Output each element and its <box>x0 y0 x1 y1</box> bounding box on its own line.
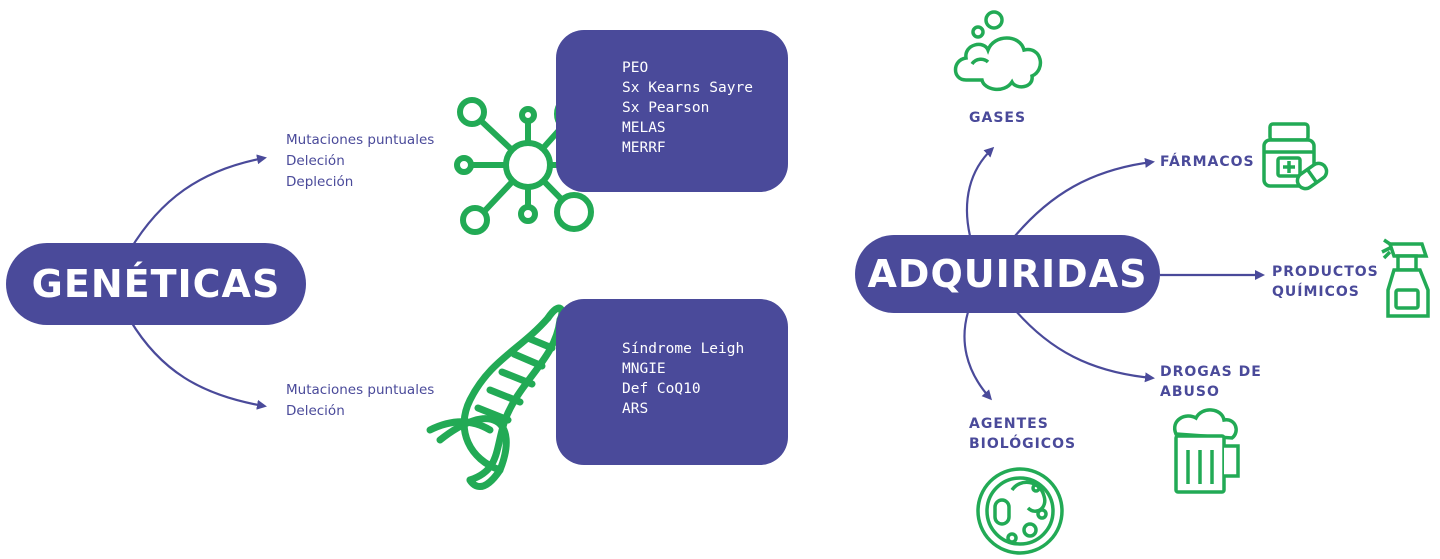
disease-box-bottom: Síndrome Leigh MNGIE Def CoQ10 ARS <box>556 299 788 465</box>
branch-top-item: Mutaciones puntuales <box>286 132 435 148</box>
disease-item: ARS <box>622 401 649 417</box>
right-connectors <box>963 146 1265 401</box>
arrow-to-drogas <box>1014 309 1155 383</box>
medicine-bottle-icon <box>1262 122 1329 191</box>
branch-bottom-item: Mutaciones puntuales <box>286 382 435 398</box>
disease-item: Sx Pearson <box>622 100 710 116</box>
arrow-to-gases <box>965 146 995 237</box>
geneticas-pill: GENÉTICAS <box>6 243 306 325</box>
productos-quimicos-label: PRODUCTOS QUÍMICOS <box>1272 264 1379 300</box>
disease-box-top: PEO Sx Kearns Sayre Sx Pearson MELAS MER… <box>556 30 788 192</box>
bacteria-icon <box>976 467 1064 555</box>
gases-label: GASES <box>969 110 1027 126</box>
beer-mug-icon <box>1172 408 1240 494</box>
dna-icon <box>426 304 589 490</box>
disease-item: MERRF <box>622 140 666 156</box>
adquiridas-title: ADQUIRIDAS <box>867 252 1148 296</box>
disease-item: MNGIE <box>622 361 666 377</box>
disease-item: PEO <box>622 60 649 76</box>
drogas-de-abuso-label: DROGAS DE ABUSO <box>1160 364 1262 400</box>
farmacos-label: FÁRMACOS <box>1160 154 1255 170</box>
arrow-to-bottom-branch <box>129 319 267 410</box>
disease-item: Sx Kearns Sayre <box>622 80 753 96</box>
disease-item: MELAS <box>622 120 666 136</box>
branch-top-item: Deleción <box>286 153 345 169</box>
disease-item: Síndrome Leigh <box>622 341 745 357</box>
disease-item: Def CoQ10 <box>622 381 701 397</box>
arrow-to-agentes <box>963 311 992 401</box>
arrow-to-farmacos <box>1014 157 1155 237</box>
branch-bottom-labels: Mutaciones puntuales Deleción <box>286 380 434 422</box>
arrow-to-top-branch <box>129 154 267 251</box>
bubbles-icon <box>953 10 1043 92</box>
adquiridas-pill: ADQUIRIDAS <box>855 235 1160 313</box>
branch-top-item: Depleción <box>286 174 354 190</box>
branch-top-labels: Mutaciones puntuales Deleción Depleción <box>286 130 434 193</box>
branch-bottom-item: Deleción <box>286 403 345 419</box>
spray-bottle-icon <box>1381 238 1430 318</box>
agentes-biologicos-label: AGENTES BIOLÓGICOS <box>969 416 1077 452</box>
geneticas-title: GENÉTICAS <box>31 262 281 306</box>
left-connectors <box>129 154 267 410</box>
